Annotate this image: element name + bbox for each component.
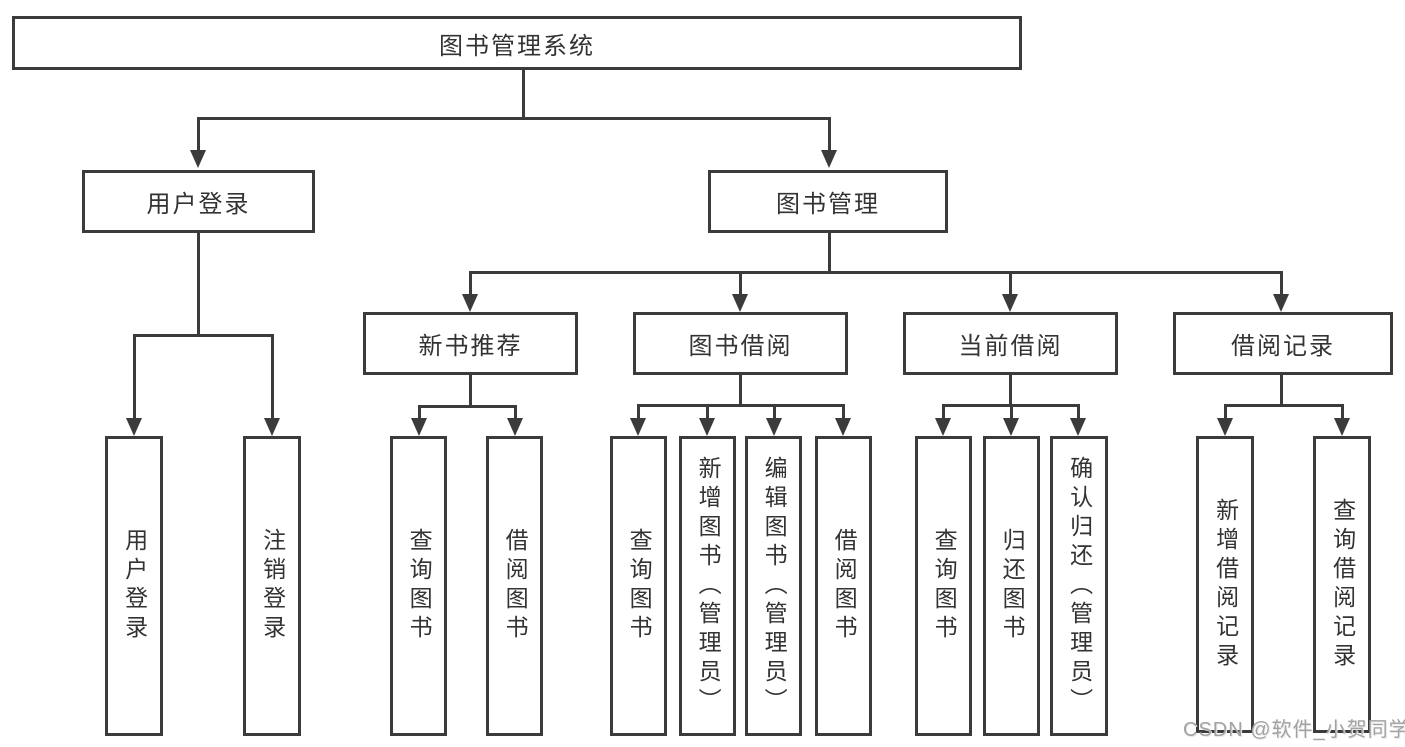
connector-new-book-recommend-stem (469, 375, 472, 407)
node-book-borrow: 图书借阅 (633, 312, 848, 375)
node-book-management: 图书管理 (708, 170, 948, 233)
leaf-query-books-current: 查询图书 (915, 436, 972, 736)
arrowhead-user-login (190, 150, 206, 168)
connector-user-login-stem (197, 233, 200, 336)
connector-to-leaf-query-1 (418, 405, 421, 420)
arrowhead-leaf-user-login (126, 418, 142, 436)
leaf-user-login: 用户登录 (105, 436, 163, 736)
connector-new-book-recommend-branch (418, 405, 517, 408)
node-user-login: 用户登录 (82, 170, 315, 233)
arrowhead-leaf-borrow-1 (507, 418, 523, 436)
arrowhead-leaf-query-1 (411, 418, 427, 436)
connector-borrow-records-stem (1280, 375, 1283, 406)
leaf-logout: 注销登录 (243, 436, 301, 736)
arrowhead-leaf-logout (264, 418, 280, 436)
arrowhead-leaf-borrow-2 (835, 418, 851, 436)
leaf-confirm-return-admin: 确认归还（管理员） (1050, 436, 1108, 736)
leaf-borrow-books-recommend: 借阅图书 (486, 436, 543, 736)
arrowhead-current-borrow (1002, 294, 1018, 312)
connector-book-borrow-branch (637, 404, 845, 407)
node-borrow-records: 借阅记录 (1173, 312, 1393, 375)
arrowhead-book-borrow (732, 294, 748, 312)
arrowhead-leaf-query-2 (630, 418, 646, 436)
leaf-return-book: 归还图书 (983, 436, 1040, 736)
connector-to-leaf-return-book (1010, 404, 1013, 420)
connector-to-leaf-query-2 (637, 404, 640, 420)
connector-to-leaf-add-record (1224, 404, 1227, 420)
connector-book-borrow-stem (739, 375, 742, 406)
leaf-query-books-borrow: 查询图书 (610, 436, 667, 736)
node-root: 图书管理系统 (12, 16, 1022, 70)
connector-to-leaf-borrow-1 (514, 405, 517, 420)
node-new-book-recommend: 新书推荐 (363, 312, 578, 375)
connector-to-leaf-query-3 (942, 404, 945, 420)
connector-root-drop (522, 70, 525, 118)
arrowhead-book-management (821, 150, 837, 168)
connector-to-leaf-borrow-2 (842, 404, 845, 420)
arrowhead-leaf-edit-book (766, 418, 782, 436)
connector-current-borrow-stem (1009, 375, 1012, 406)
connector-to-leaf-logout (271, 334, 274, 421)
arrowhead-leaf-confirm-return (1070, 418, 1086, 436)
connector-borrow-records-branch (1224, 404, 1344, 407)
arrowhead-leaf-add-book (699, 418, 715, 436)
arrowhead-leaf-query-3 (935, 418, 951, 436)
watermark-text: CSDN @软件_小贺同学 (1183, 719, 1405, 741)
leaf-add-book-admin: 新增图书（管理员） (679, 436, 736, 736)
connector-user-login-branch (133, 334, 274, 337)
arrowhead-borrow-records (1273, 294, 1289, 312)
leaf-edit-book-admin: 编辑图书（管理员） (745, 436, 802, 736)
connector-to-leaf-query-record (1341, 404, 1344, 420)
node-current-borrow: 当前借阅 (903, 312, 1118, 375)
arrowhead-leaf-query-record (1334, 418, 1350, 436)
connector-to-leaf-confirm-return (1077, 404, 1080, 420)
connector-to-leaf-edit-book (773, 404, 776, 420)
leaf-query-books-recommend: 查询图书 (390, 436, 447, 736)
leaf-borrow-books-borrow: 借阅图书 (815, 436, 872, 736)
arrowhead-leaf-add-record (1217, 418, 1233, 436)
connector-to-leaf-user-login (133, 334, 136, 421)
connector-to-user-login (197, 117, 200, 153)
connector-root-branch (197, 117, 831, 120)
arrowhead-new-book-recommend (462, 294, 478, 312)
connector-to-new-book-recommend (469, 271, 472, 297)
connector-level3-branch (469, 271, 1283, 274)
connector-to-book-borrow (739, 271, 742, 297)
connector-to-current-borrow (1009, 271, 1012, 297)
leaf-query-borrow-record: 查询借阅记录 (1313, 436, 1371, 733)
connector-to-leaf-add-book (706, 404, 709, 420)
arrowhead-leaf-return-book (1003, 418, 1019, 436)
leaf-add-borrow-record: 新增借阅记录 (1196, 436, 1254, 733)
connector-book-management-stem (828, 233, 831, 273)
connector-to-borrow-records (1280, 271, 1283, 297)
connector-to-book-management (828, 117, 831, 153)
